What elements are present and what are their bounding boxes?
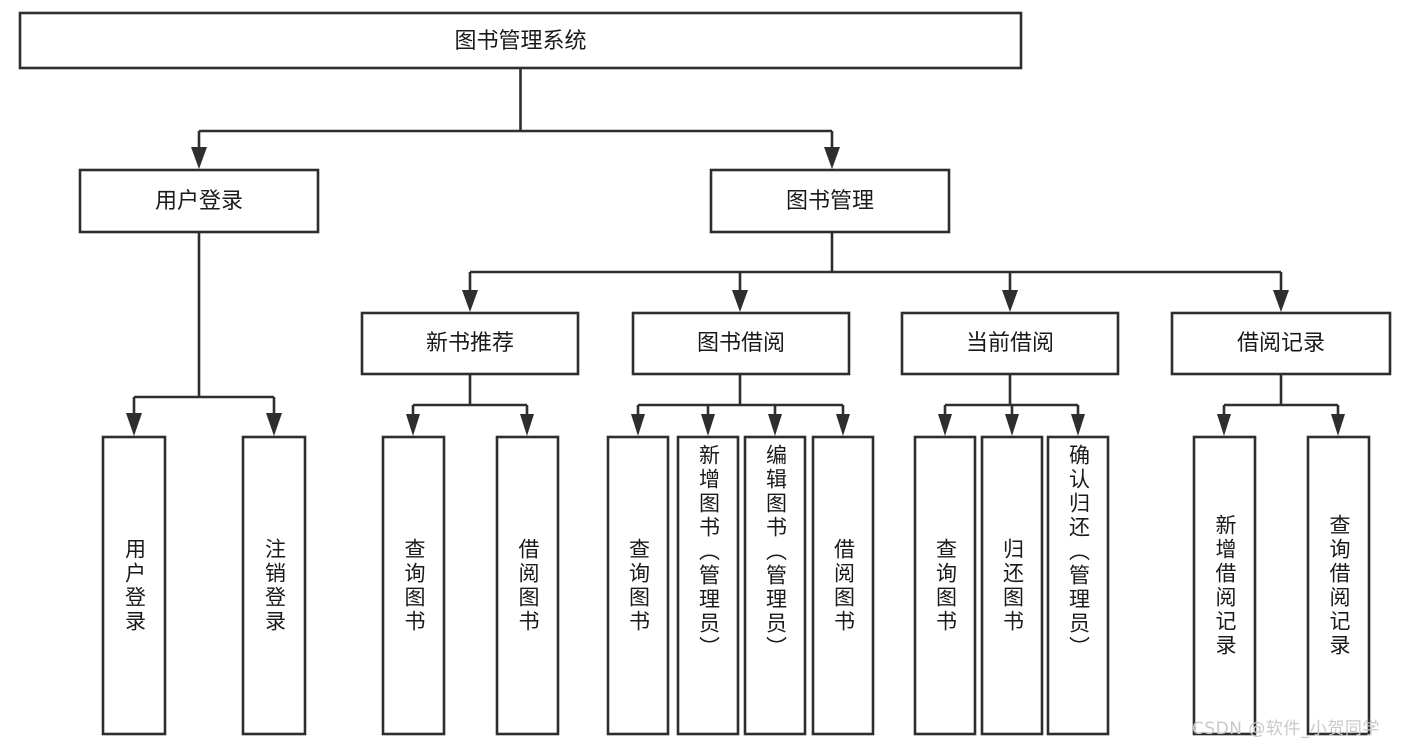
arrow-head-leaf-confirm-return: [1071, 414, 1085, 436]
leaf-query-book-2-rect[interactable]: [606, 435, 670, 736]
node-book-manage-label: 图书管理: [786, 189, 874, 214]
leaf-borrow-book-2-rect[interactable]: [811, 435, 875, 736]
connector-group-user-login: [126, 232, 282, 436]
arrow-head-leaf-edit-book: [768, 414, 782, 436]
arrow-head-leaf-user-login: [126, 413, 142, 436]
node-new-book-recommend-rect[interactable]: [360, 311, 580, 376]
arrow-head-leaf-logout: [266, 413, 282, 436]
node-book-borrow-label: 图书借阅: [697, 331, 785, 356]
node-user-login-label: 用户登录: [155, 189, 243, 214]
connector-group-book-manage: [462, 232, 1289, 312]
arrow-head-user-login: [191, 147, 207, 169]
node-current-borrow-label: 当前借阅: [966, 331, 1054, 356]
leaf-add-book-rect[interactable]: [676, 435, 740, 736]
connector-group-new-book-recommend: [406, 374, 534, 436]
leaf-user-login-rect[interactable]: [101, 435, 167, 736]
leaf-query-record-rect[interactable]: [1306, 435, 1371, 736]
leaf-edit-book-rect[interactable]: [743, 435, 807, 736]
arrow-head-new-book-recommend: [462, 290, 478, 312]
node-root[interactable]: 图书管理系统: [18, 11, 1023, 70]
node-root-rect[interactable]: [18, 11, 1023, 70]
leaf-return-book-rect[interactable]: [980, 435, 1044, 736]
leaf-add-record-rect[interactable]: [1192, 435, 1257, 736]
arrow-head-book-borrow: [732, 290, 748, 312]
connector-group-root: [191, 68, 840, 169]
node-borrow-record-rect[interactable]: [1170, 311, 1392, 376]
arrow-head-leaf-borrow-book-2: [836, 414, 850, 436]
arrow-head-leaf-query-book-3: [938, 414, 952, 436]
node-book-manage-rect[interactable]: [709, 168, 951, 234]
node-root-label: 图书管理系统: [454, 29, 586, 54]
node-current-borrow-rect[interactable]: [900, 311, 1120, 376]
node-new-book-recommend[interactable]: 新书推荐: [360, 311, 580, 376]
connector-group-borrow-record: [1217, 374, 1345, 436]
arrow-head-leaf-query-book-2: [631, 414, 645, 436]
leaf-rect-group: [101, 435, 1371, 736]
leaf-confirm-return-rect[interactable]: [1046, 435, 1110, 736]
arrow-head-leaf-add-book: [701, 414, 715, 436]
arrow-head-leaf-borrow-book-1: [520, 414, 534, 436]
node-borrow-record[interactable]: 借阅记录: [1170, 311, 1392, 376]
leaf-borrow-book-1-rect[interactable]: [495, 435, 560, 736]
node-user-login-rect[interactable]: [78, 168, 320, 234]
connector-group-current-borrow: [938, 374, 1085, 436]
node-book-borrow-rect[interactable]: [631, 311, 851, 376]
arrow-head-leaf-return-book: [1005, 414, 1019, 436]
arrow-head-current-borrow: [1002, 290, 1018, 312]
arrow-head-book-manage: [824, 147, 840, 169]
connector-group-book-borrow: [631, 374, 850, 436]
node-borrow-record-label: 借阅记录: [1237, 331, 1325, 356]
node-current-borrow[interactable]: 当前借阅: [900, 311, 1120, 376]
leaf-query-book-1-rect[interactable]: [381, 435, 446, 736]
arrow-head-borrow-record: [1273, 290, 1289, 312]
node-new-book-recommend-label: 新书推荐: [426, 331, 514, 356]
leaf-query-book-3-rect[interactable]: [913, 435, 977, 736]
node-user-login[interactable]: 用户登录: [78, 168, 320, 234]
node-book-borrow[interactable]: 图书借阅: [631, 311, 851, 376]
node-book-manage[interactable]: 图书管理: [709, 168, 951, 234]
arrow-head-leaf-query-record: [1331, 414, 1345, 436]
arrow-head-leaf-add-record: [1217, 414, 1231, 436]
leaf-logout-rect[interactable]: [241, 435, 307, 736]
arrow-head-leaf-query-book-1: [406, 414, 420, 436]
